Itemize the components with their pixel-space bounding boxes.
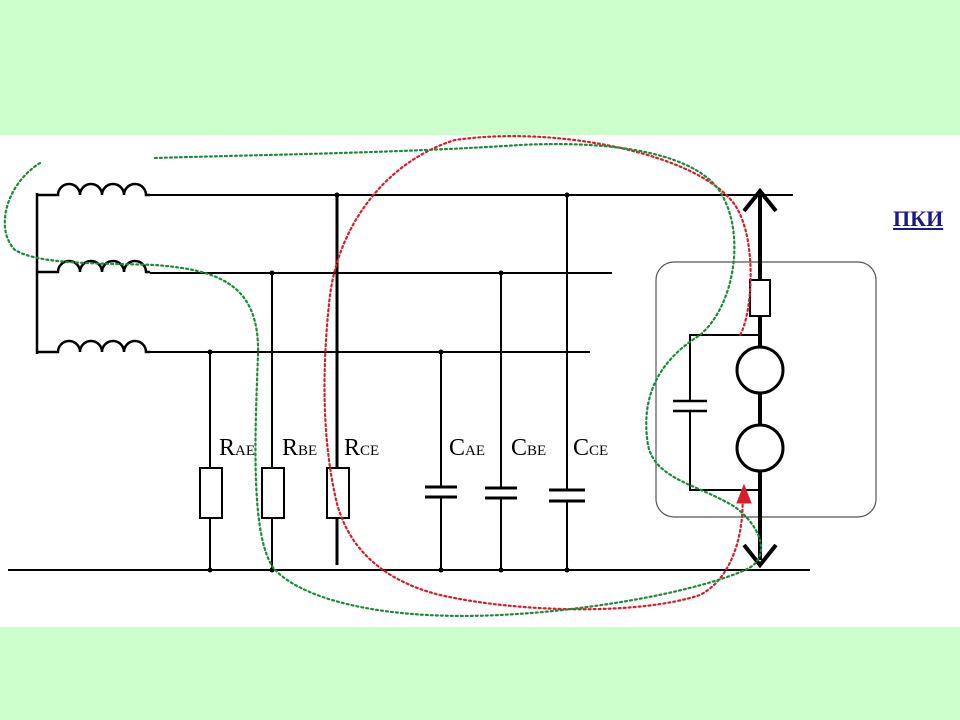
circuit-diagram: RАЕ RВЕ RСЕ CАЕ CВЕ CСЕ <box>3 135 877 618</box>
resistor-be <box>261 467 285 519</box>
fault-arrow-icon <box>736 483 752 504</box>
label-r-be: RВЕ <box>282 435 317 461</box>
device-capacitor-branch-bottom <box>689 411 760 491</box>
device-enclosure <box>655 261 877 518</box>
component-labels: RАЕ RВЕ RСЕ CАЕ CВЕ CСЕ <box>219 435 608 461</box>
phase-buses <box>8 194 810 571</box>
circuit-diagram-panel: RАЕ RВЕ RСЕ CАЕ CВЕ CСЕ <box>0 135 960 627</box>
label-c-ae: CАЕ <box>449 435 485 461</box>
green-current-loop <box>3 142 763 618</box>
monitoring-device <box>655 187 877 569</box>
arrow-down <box>742 543 778 569</box>
device-label-pki: ПКИ <box>893 206 944 231</box>
winding-a <box>38 182 150 197</box>
winding-b <box>38 259 150 274</box>
capacitor-branches <box>425 195 585 570</box>
label-r-ae: RАЕ <box>219 435 255 461</box>
device-meter-bottom <box>735 423 785 473</box>
label-c-be: CВЕ <box>511 435 546 461</box>
arrow-up <box>742 187 778 213</box>
device-capacitor-branch-top <box>689 334 760 401</box>
transformer-windings <box>35 182 150 354</box>
resistor-branches <box>199 195 350 570</box>
label-c-ce: CСЕ <box>573 435 608 461</box>
device-resistor <box>749 279 771 317</box>
device-meter-top <box>735 345 785 395</box>
label-r-ce: RСЕ <box>344 435 379 461</box>
winding-c <box>38 339 150 354</box>
fault-current-loops <box>3 135 763 618</box>
red-current-loop <box>323 135 752 611</box>
resistor-ae <box>199 467 223 519</box>
